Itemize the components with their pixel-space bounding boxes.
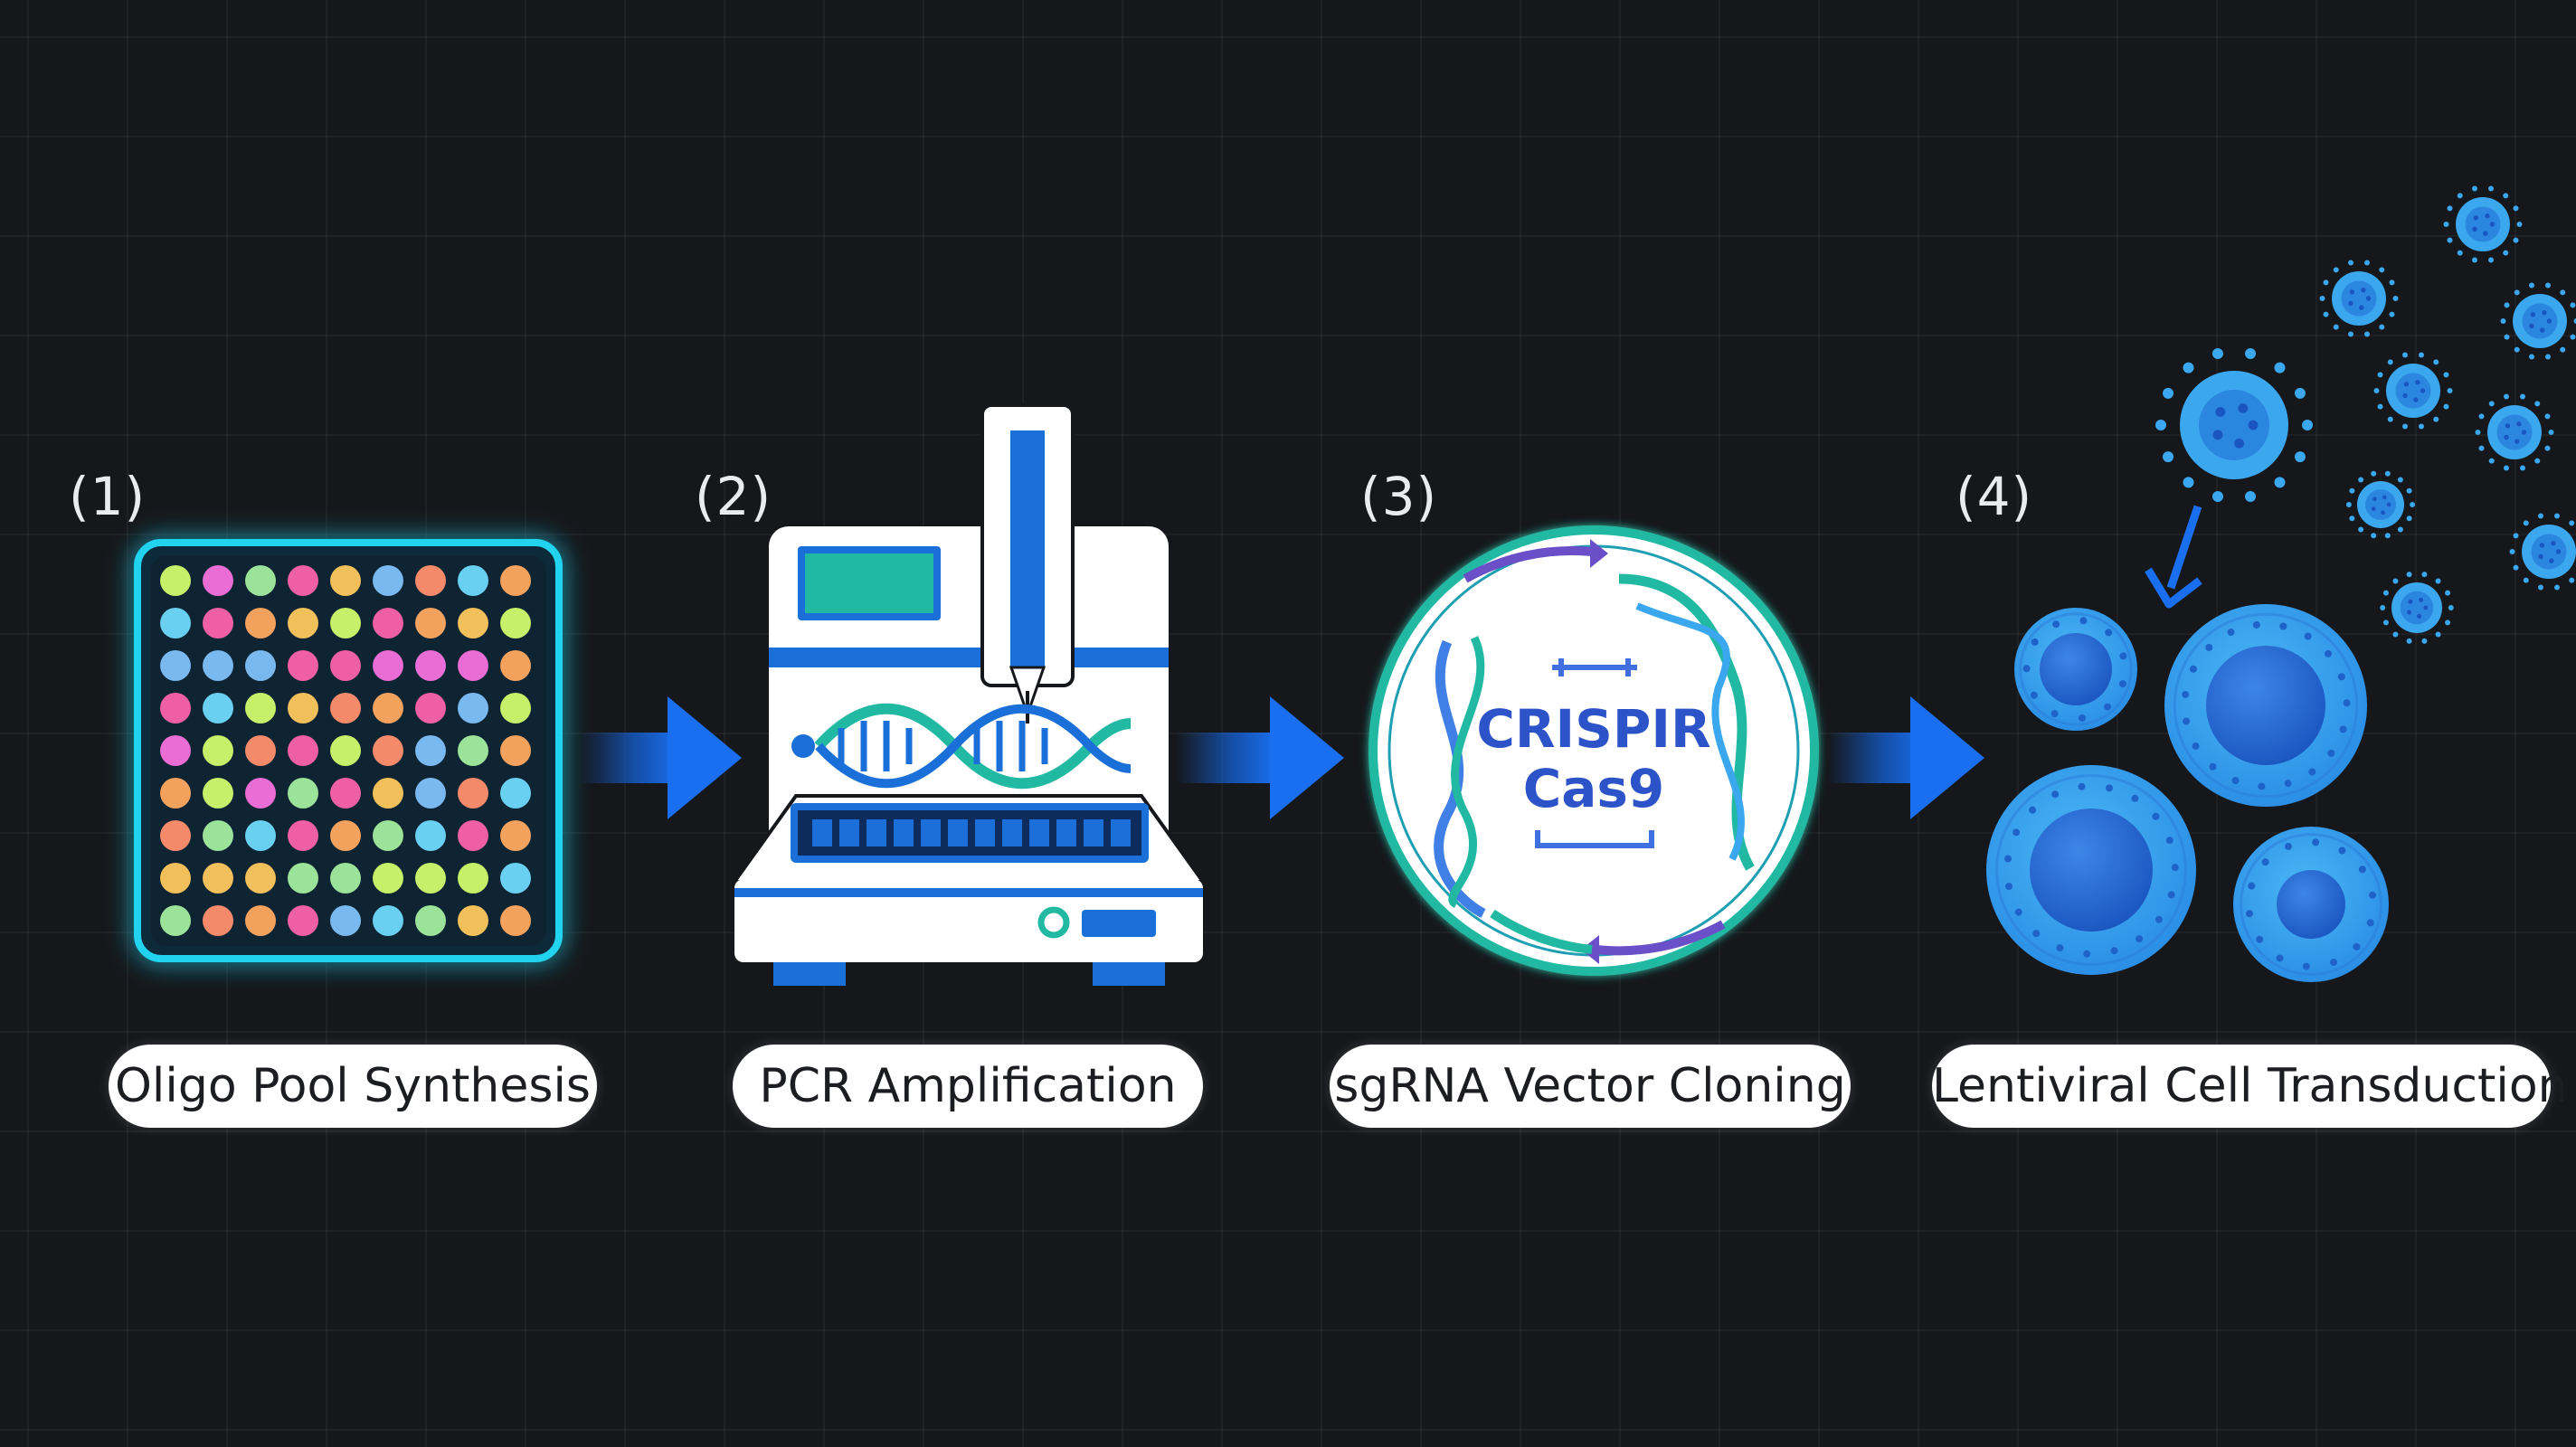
step-1-label: Oligo Pool Synthesis — [109, 1045, 597, 1128]
step-3-number: (3) — [1360, 466, 1438, 527]
arrow-right-icon — [1827, 696, 1984, 819]
step-4-label: Lentiviral Cell Transduction — [1932, 1045, 2568, 1128]
cells-virus-icon — [1986, 185, 2576, 982]
oligo-plate-icon — [134, 539, 563, 962]
step-2-number: (2) — [695, 466, 772, 527]
pcr-machine-icon — [731, 403, 1207, 986]
plasmid-label-line1: CRISPIR — [1476, 698, 1711, 760]
plasmid-label-line2: Cas9 — [1522, 758, 1665, 819]
plasmid-icon — [1368, 525, 1819, 976]
arrow-right-icon — [1176, 696, 1344, 819]
step-4-number: (4) — [1956, 466, 2033, 527]
step-2-label: PCR Amplification — [733, 1045, 1203, 1128]
arrow-right-icon — [579, 696, 742, 819]
step-1-number: (1) — [69, 466, 147, 527]
step-3-label: sgRNA Vector Cloning — [1330, 1045, 1851, 1128]
